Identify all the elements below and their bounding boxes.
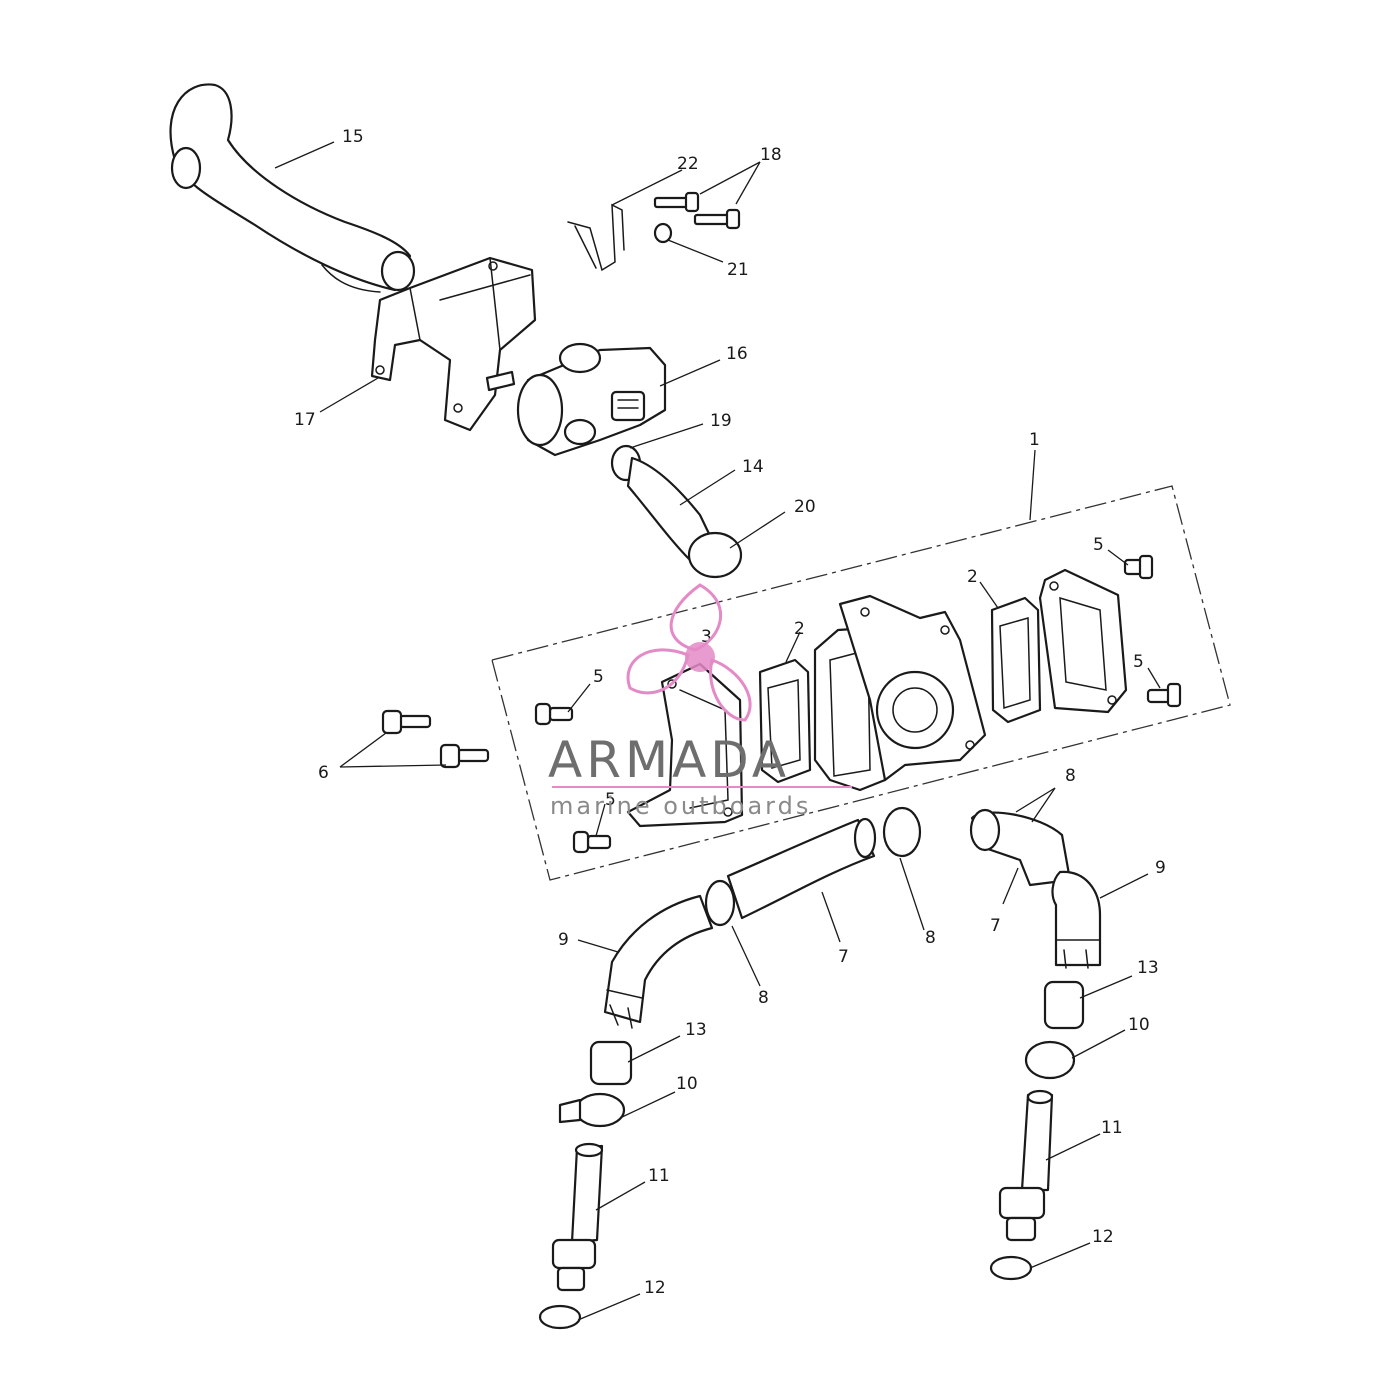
callout-14: 14: [742, 457, 764, 477]
leader-lines: [274, 141, 1161, 1321]
callout-8: 8: [758, 988, 769, 1008]
part-8-clamp[interactable]: [882, 806, 922, 858]
callout-5: 5: [605, 790, 616, 810]
callout-10: 10: [676, 1074, 698, 1094]
part-17-bracket[interactable]: [370, 256, 537, 432]
callout-11: 11: [648, 1166, 670, 1186]
part-12-washer[interactable]: [538, 1304, 582, 1330]
watermark: ARMADA marine outboards: [548, 583, 852, 820]
callout-12: 12: [644, 1278, 666, 1298]
part-15-elbow-hose[interactable]: [169, 83, 416, 293]
part-11-fitting[interactable]: [551, 1142, 604, 1292]
part-5-bolt[interactable]: [1146, 682, 1182, 708]
part-3-cover[interactable]: [626, 662, 744, 828]
callout-11: 11: [1101, 1118, 1123, 1138]
callout-9: 9: [558, 930, 569, 950]
part-reed-plate[interactable]: [1038, 568, 1128, 714]
callout-7: 7: [838, 947, 849, 967]
part-6-bolt[interactable]: [439, 743, 490, 769]
callout-2: 2: [967, 567, 978, 587]
part-11-fitting[interactable]: [998, 1089, 1054, 1242]
callout-13: 13: [685, 1020, 707, 1040]
part-7-fitting[interactable]: [969, 808, 1072, 887]
part-9-elbow[interactable]: [603, 894, 714, 1024]
watermark-brand: ARMADA: [548, 731, 790, 789]
callout-13: 13: [1137, 958, 1159, 978]
part-12-washer[interactable]: [989, 1255, 1033, 1281]
callout-19: 19: [710, 411, 732, 431]
part-16-valve[interactable]: [516, 342, 667, 457]
callout-22: 22: [677, 154, 699, 174]
part-10-clamp[interactable]: [558, 1092, 626, 1128]
part-20-clamp[interactable]: [687, 531, 743, 579]
callout-12: 12: [1092, 1227, 1114, 1247]
callout-3: 3: [701, 627, 712, 647]
part-2-gasket[interactable]: [990, 596, 1042, 724]
part-13-sleeve[interactable]: [589, 1040, 633, 1086]
part-7-hose[interactable]: [726, 818, 876, 920]
part-18-bolt[interactable]: [653, 191, 700, 213]
callout-8: 8: [1065, 766, 1076, 786]
part-5-bolt[interactable]: [572, 830, 612, 854]
watermark-propeller-logo: [626, 583, 752, 722]
callout-18: 18: [760, 145, 782, 165]
callout-10: 10: [1128, 1015, 1150, 1035]
callout-labels: 1 15 18 22 21 16 17 19 14 20 2 2 3 5 5 5…: [294, 127, 1166, 1298]
part-2-gasket[interactable]: [758, 658, 812, 784]
part-1-reed-block[interactable]: [813, 594, 987, 792]
part-9-elbow[interactable]: [1051, 870, 1102, 967]
part-10-clamp[interactable]: [1024, 1040, 1076, 1080]
part-21-washer[interactable]: [653, 222, 673, 244]
callout-20: 20: [794, 497, 816, 517]
part-22-clip[interactable]: [567, 203, 625, 272]
callout-9: 9: [1155, 858, 1166, 878]
callout-7: 7: [990, 916, 1001, 936]
callout-5: 5: [1133, 652, 1144, 672]
callout-1: 1: [1029, 430, 1040, 450]
callout-2: 2: [794, 619, 805, 639]
callout-17: 17: [294, 410, 316, 430]
part-5-bolt[interactable]: [1123, 554, 1154, 580]
assembly-boundary: [491, 485, 1231, 881]
part-18-bolt[interactable]: [693, 208, 741, 230]
part-5-bolt[interactable]: [534, 702, 574, 726]
watermark-tagline: marine outboards: [550, 792, 811, 820]
callout-5: 5: [593, 667, 604, 687]
callout-15: 15: [342, 127, 364, 147]
callout-6: 6: [318, 763, 329, 783]
part-13-sleeve[interactable]: [1043, 980, 1085, 1030]
part-6-bolt[interactable]: [381, 709, 432, 735]
callout-21: 21: [727, 260, 749, 280]
part-8-clamp[interactable]: [704, 879, 736, 927]
callout-16: 16: [726, 344, 748, 364]
callout-5: 5: [1093, 535, 1104, 555]
callout-8: 8: [925, 928, 936, 948]
